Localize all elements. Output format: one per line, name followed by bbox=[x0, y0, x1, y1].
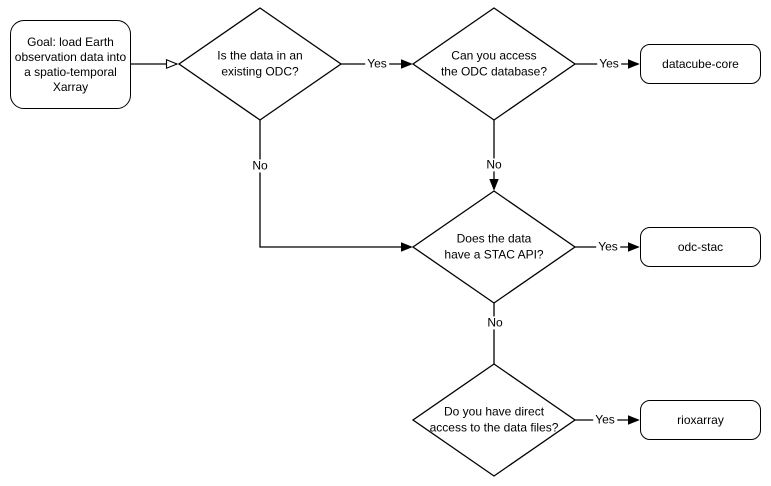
decision-existing-odc-label: Is the data in an existing ODC? bbox=[217, 48, 303, 78]
decision-stac-api-label: Does the data have a STAC API? bbox=[444, 231, 544, 261]
edge-label-existing-odc-yes: Yes bbox=[365, 56, 389, 71]
edge-label-odc-db-no: No bbox=[484, 157, 504, 172]
start-node: Goal: load Earth observation data into a… bbox=[10, 20, 131, 109]
result-node-rioxarray: rioxarray bbox=[640, 400, 761, 440]
result-node-datacube-core: datacube-core bbox=[640, 44, 761, 84]
connector-existing-odc-no bbox=[259, 120, 411, 247]
edge-label-stac-api-yes: Yes bbox=[596, 239, 620, 254]
decision-direct-access-label: Do you have direct access to the data fi… bbox=[429, 404, 559, 434]
edge-label-stac-api-no: No bbox=[485, 315, 505, 330]
decision-direct-access-shape bbox=[411, 363, 577, 477]
decision-access-odc-db-label: Can you access the ODC database? bbox=[440, 48, 548, 78]
result-node-odc-stac: odc-stac bbox=[640, 227, 761, 267]
result-node-rioxarray-label: rioxarray bbox=[677, 412, 724, 427]
result-node-datacube-core-label: datacube-core bbox=[662, 56, 739, 71]
edge-label-existing-odc-no: No bbox=[250, 158, 270, 173]
edge-label-direct-access-yes: Yes bbox=[593, 412, 617, 427]
edge-label-odc-db-yes: Yes bbox=[597, 56, 621, 71]
start-node-label: Goal: load Earth observation data into a… bbox=[14, 34, 127, 94]
result-node-odc-stac-label: odc-stac bbox=[677, 239, 724, 254]
